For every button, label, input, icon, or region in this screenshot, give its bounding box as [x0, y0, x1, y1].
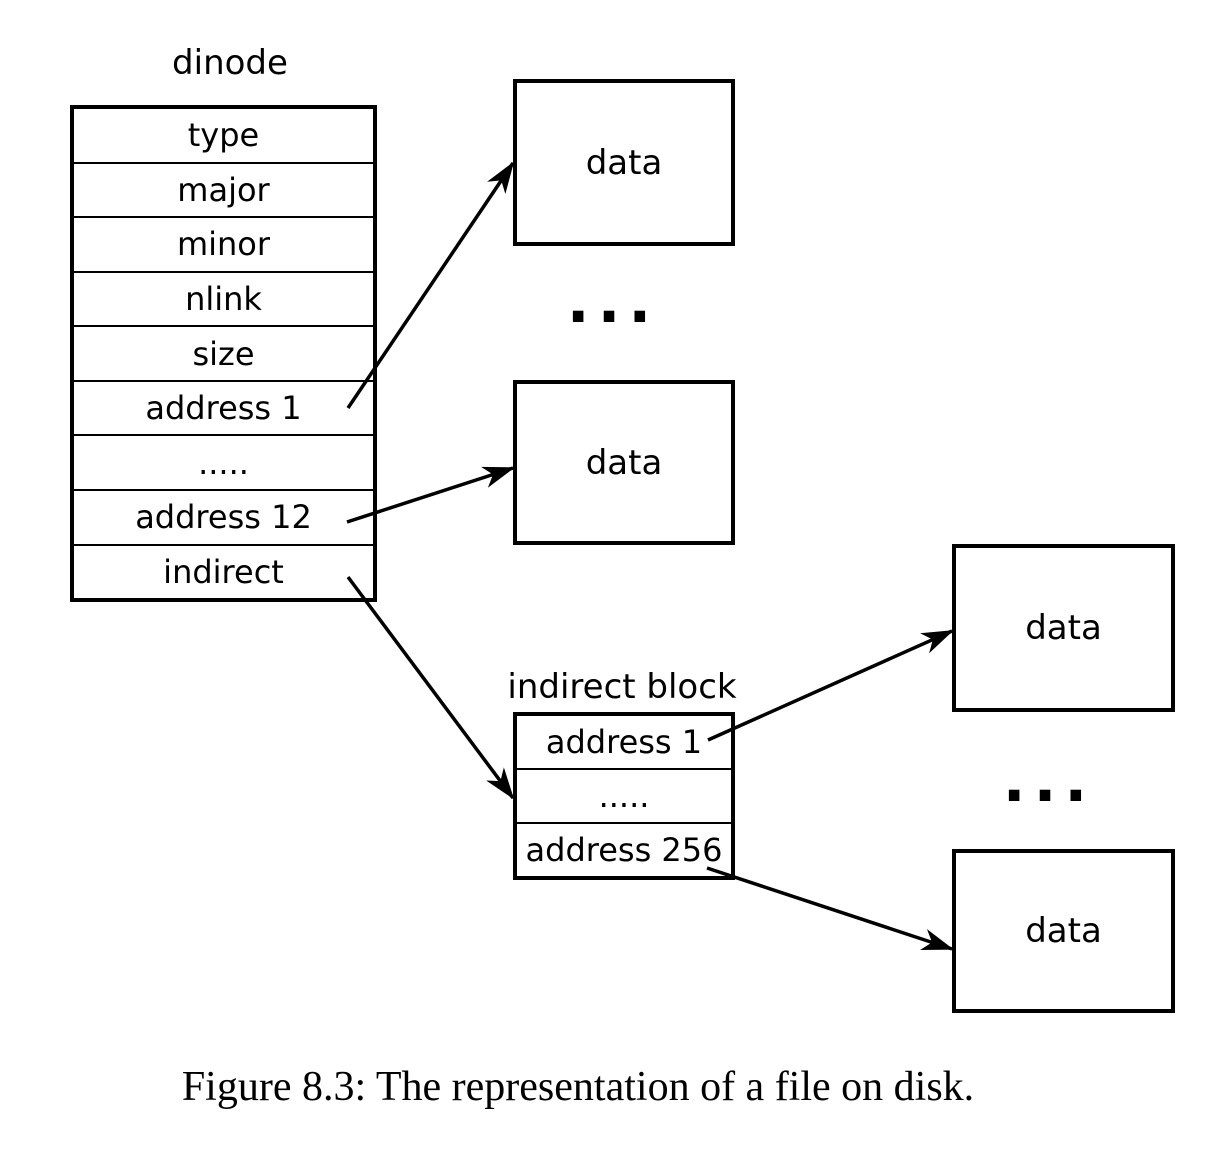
ellipsis-right: ... — [1002, 746, 1096, 816]
data-box-1-label: data — [585, 142, 663, 183]
data-box-2-label: data — [585, 442, 663, 483]
dinode-box: type major minor nlink size address 1 ..… — [70, 105, 377, 602]
dinode-row-ellipsis: ..... — [74, 436, 373, 491]
indirect-block-title: indirect block — [507, 667, 737, 707]
data-box-4: data — [952, 849, 1175, 1013]
dinode-row-type: type — [74, 109, 373, 164]
dinode-title: dinode — [172, 43, 288, 83]
indirect-block-box: address 1 ..... address 256 — [513, 712, 735, 880]
dinode-row-nlink: nlink — [74, 273, 373, 328]
data-box-2: data — [513, 380, 735, 545]
ellipsis-middle: ... — [566, 267, 660, 337]
dinode-row-minor: minor — [74, 218, 373, 273]
dinode-row-address-12: address 12 — [74, 491, 373, 546]
dinode-row-indirect: indirect — [163, 552, 284, 591]
data-box-4-label: data — [1025, 911, 1102, 951]
indirect-row-ellipsis: ..... — [517, 770, 731, 824]
dinode-row-address-1: address 1 — [74, 382, 373, 437]
arrow-address256-to-data4 — [706, 866, 954, 951]
figure-caption: Figure 8.3: The representation of a file… — [181, 1064, 975, 1110]
indirect-row-address-1: address 1 — [517, 716, 731, 770]
arrow-indirect-address1-to-data3 — [707, 629, 954, 742]
data-box-3-label: data — [1025, 608, 1102, 648]
data-box-1: data — [513, 79, 735, 246]
data-box-3: data — [952, 544, 1175, 712]
arrow-indirect-to-indirect-block — [346, 575, 515, 800]
dinode-row-major: major — [74, 164, 373, 219]
indirect-row-address-256: address 256 — [525, 831, 723, 869]
dinode-row-size: size — [74, 327, 373, 382]
